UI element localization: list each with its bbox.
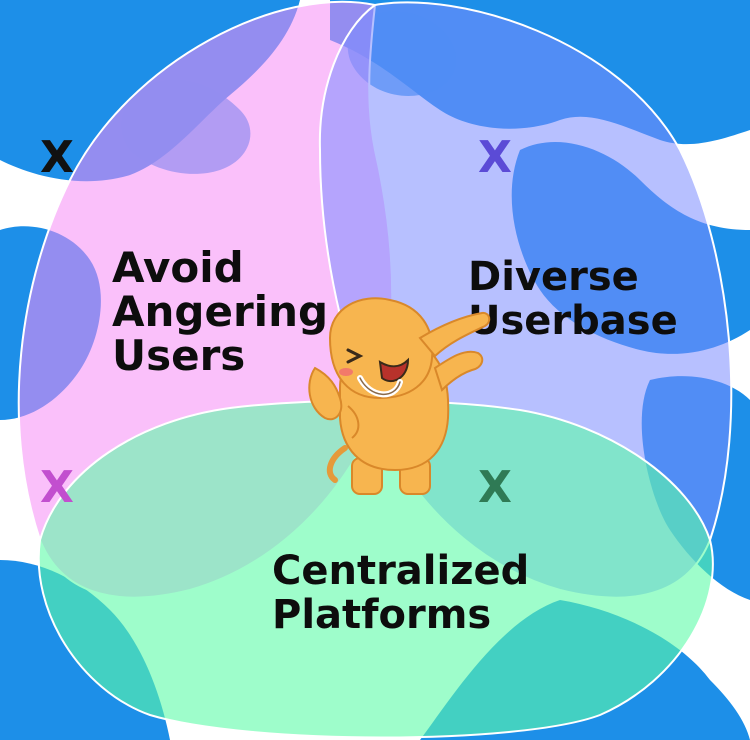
label-centralized-platforms: Centralized Platforms <box>272 548 543 638</box>
label-avoid-angering-users: Avoid Angering Users <box>112 243 343 380</box>
set-centralized-platforms <box>37 399 714 739</box>
x-mark-top-left: X <box>40 132 74 183</box>
label-diverse-userbase: Diverse Userbase <box>468 254 678 344</box>
mastodon-mascot-icon <box>308 297 491 495</box>
x-mark-bottom-left: X <box>40 462 74 513</box>
x-mark-top-mid: X <box>478 132 512 183</box>
x-mark-bottom-right: X <box>478 462 512 513</box>
